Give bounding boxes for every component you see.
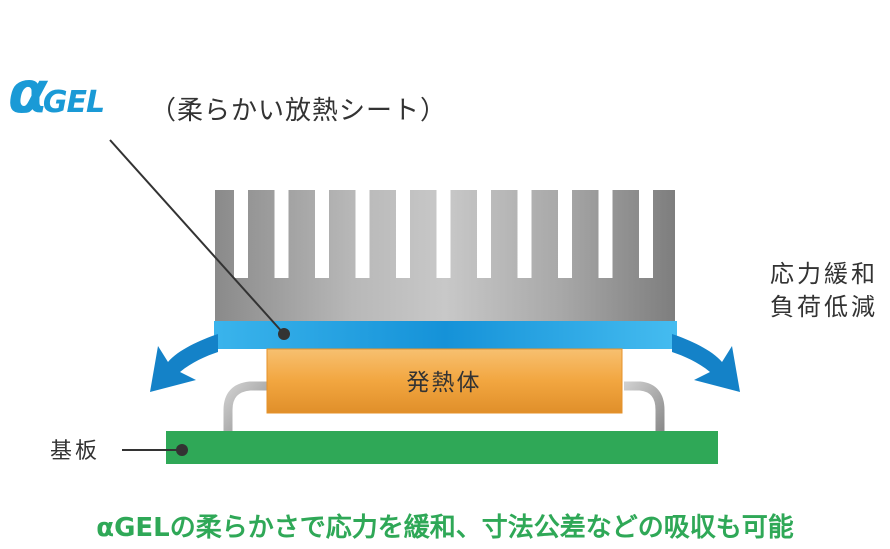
gel-sheet <box>214 321 677 349</box>
logo-leader-dot <box>278 328 290 340</box>
heat-source <box>266 348 623 414</box>
substrate-leader-dot <box>176 444 188 456</box>
heatsink-slot <box>355 190 370 278</box>
logo-subtitle: （柔らかい放熱シート） <box>150 96 448 126</box>
heatsink-slots <box>234 190 653 278</box>
heatsink-slot <box>639 190 653 278</box>
substrate-label: 基板 <box>50 439 101 464</box>
heatsink-slot <box>396 190 410 278</box>
left-lead <box>223 381 268 432</box>
logo-gel: GEL <box>42 85 105 120</box>
heatsink-slot <box>315 190 329 278</box>
heatsink <box>215 190 675 322</box>
heatsink-slot <box>234 190 248 278</box>
heatsink-slot <box>274 190 289 278</box>
heat-source-label: 発熱体 <box>407 370 482 396</box>
logo-leader-line <box>109 139 285 335</box>
stress-relief-line1: 応力緩和 <box>770 260 878 288</box>
logo-alpha: α <box>8 58 48 126</box>
heatsink-slot <box>477 190 491 278</box>
left-stress-arrow-icon <box>150 334 218 392</box>
bottom-caption: αGELの柔らかさで応力を緩和、寸法公差などの吸収も可能 <box>96 513 794 543</box>
stress-relief-line2: 負荷低減 <box>770 293 878 321</box>
agel-logo: αGEL <box>8 58 105 126</box>
heatsink-slot <box>558 190 572 278</box>
heatsink-slot <box>436 190 451 278</box>
heatsink-slot <box>517 190 532 278</box>
stress-relief-label: 応力緩和 負荷低減 <box>770 258 878 324</box>
right-stress-arrow-icon <box>672 334 740 392</box>
right-lead <box>624 381 665 432</box>
substrate-board <box>166 431 718 464</box>
heatsink-slot <box>598 190 613 278</box>
